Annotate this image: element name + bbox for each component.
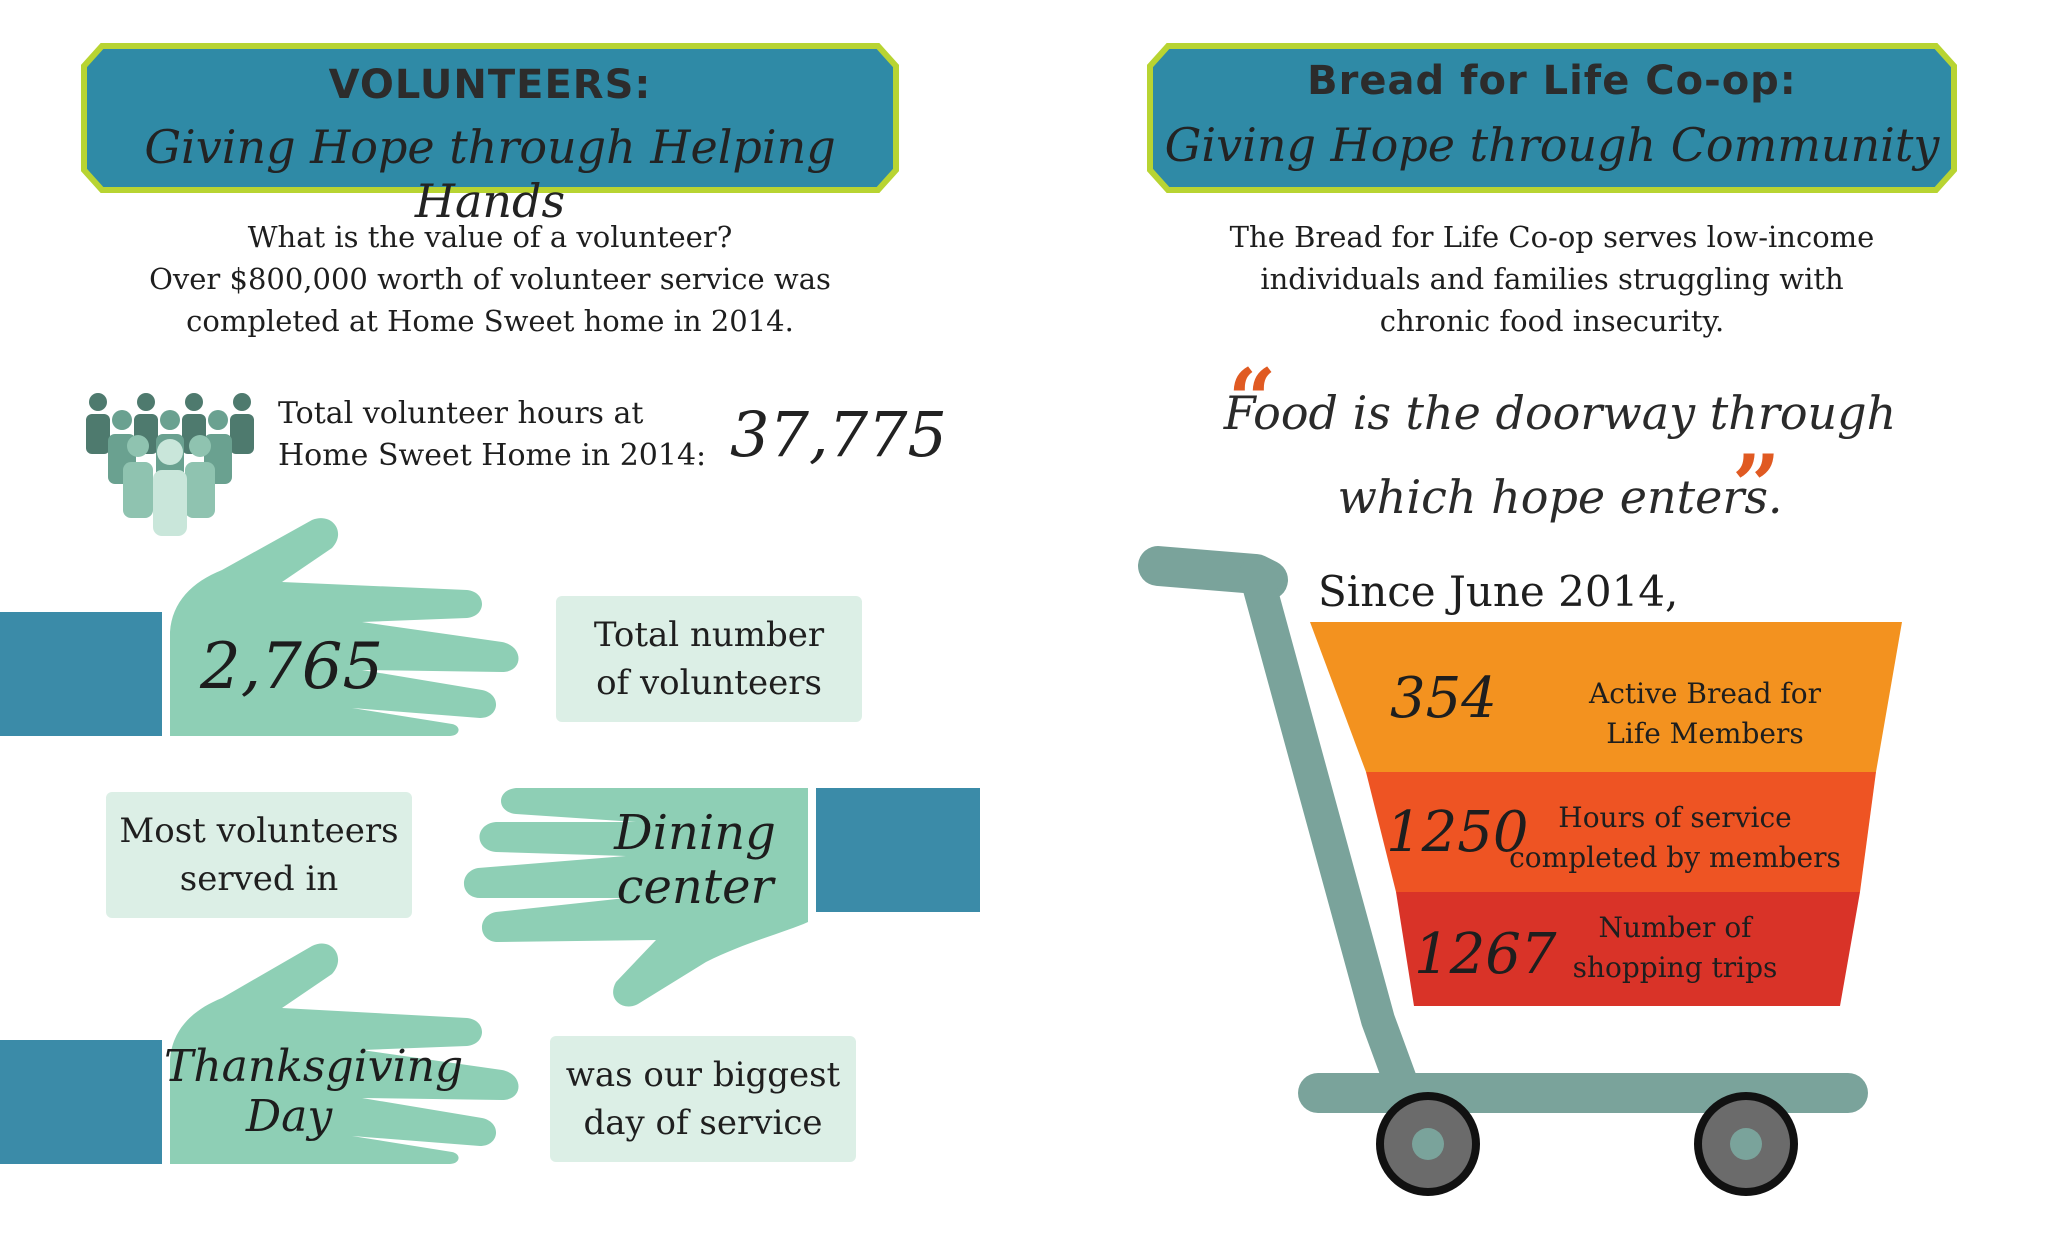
volunteers-banner: VOLUNTEERS: Giving Hope through Helping … [80, 42, 900, 228]
hours-label-line: Total volunteer hours at [278, 396, 644, 431]
value-line: center [616, 859, 774, 915]
active-members-label: Active Bread for Life Members [1540, 674, 1870, 754]
hours-label-line: Home Sweet Home in 2014: [278, 438, 707, 473]
sleeve-right-middle [816, 788, 980, 912]
basket-band-2 [1366, 772, 1876, 892]
intro-line: The Bread for Life Co-op serves low-inco… [1229, 220, 1875, 254]
label-line: of volunteers [596, 663, 822, 703]
close-quote-icon: ” [1732, 436, 1781, 535]
volunteer-hours-value: 37,775 [730, 398, 947, 471]
volunteers-intro: What is the value of a volunteer? Over $… [90, 216, 890, 342]
volunteer-hours-label: Total volunteer hours at Home Sweet Home… [278, 393, 728, 477]
total-volunteers-value: 2,765 [200, 630, 384, 704]
cart-basket [1310, 622, 1902, 1006]
value-line: Day [245, 1091, 333, 1142]
label-line: Number of [1598, 911, 1752, 944]
service-hours-label: Hours of service completed by members [1500, 798, 1850, 878]
bread-for-life-subtitle: Giving Hope through Community [1164, 118, 1940, 172]
bread-for-life-banner: Bread for Life Co-op: Giving Hope throug… [1146, 42, 1958, 194]
label-line: Active Bread for [1588, 677, 1822, 710]
sleeve-left-top [0, 612, 162, 736]
basket-band-3 [1396, 892, 1860, 1006]
most-served-label-box: Most volunteers served in [106, 792, 412, 918]
shopping-trips-label: Number of shopping trips [1540, 908, 1810, 988]
active-members-value: 354 [1390, 666, 1497, 731]
value-line: Thanksgiving [164, 1041, 464, 1092]
label-line: Hours of service [1558, 801, 1792, 834]
since-heading: Since June 2014, [1318, 567, 1679, 616]
volunteers-subtitle: Giving Hope through Helping Hands [144, 120, 836, 228]
intro-line: completed at Home Sweet home in 2014. [186, 304, 794, 338]
label-line: Total number [593, 615, 825, 655]
bread-for-life-title: Bread for Life Co-op: [1307, 58, 1797, 104]
service-hours-value: 1250 [1386, 800, 1529, 865]
open-quote-icon: “ [1228, 350, 1277, 449]
intro-line: individuals and families struggling with [1260, 262, 1844, 296]
basket-band-1 [1310, 622, 1902, 772]
hand-right-pointing-icon [170, 518, 519, 736]
label-line: day of service [583, 1103, 823, 1143]
hand-right-pointing-icon [170, 943, 519, 1164]
intro-line: Over $800,000 worth of volunteer service… [149, 262, 831, 296]
label-line: Most volunteers [119, 811, 399, 851]
label-line: Life Members [1606, 717, 1804, 750]
intro-line: What is the value of a volunteer? [247, 220, 733, 254]
sleeve-left-bottom [0, 1040, 162, 1164]
biggest-day-label-box: was our biggest day of service [550, 1036, 856, 1162]
hand-left-pointing-icon [463, 788, 808, 1007]
label-line: shopping trips [1572, 951, 1778, 984]
quote-line: which hope enters. [1337, 470, 1783, 524]
intro-line: chronic food insecurity. [1379, 304, 1725, 338]
bread-for-life-intro: The Bread for Life Co-op serves low-inco… [1146, 216, 1958, 342]
people-group-icon [86, 393, 254, 536]
shopping-cart-icon [1138, 546, 1868, 1196]
most-served-value: Dining center [600, 806, 790, 914]
label-line: served in [179, 859, 339, 899]
quote-line: Food is the doorway through [1223, 386, 1897, 440]
value-line: Dining [614, 805, 776, 861]
label-line: completed by members [1509, 841, 1841, 874]
total-volunteers-label-box: Total number of volunteers [556, 596, 862, 722]
biggest-day-value: Thanksgiving Day [164, 1041, 464, 1142]
shopping-trips-value: 1267 [1414, 922, 1557, 987]
label-line: was our biggest [565, 1055, 841, 1095]
volunteers-title: VOLUNTEERS: [328, 62, 652, 108]
